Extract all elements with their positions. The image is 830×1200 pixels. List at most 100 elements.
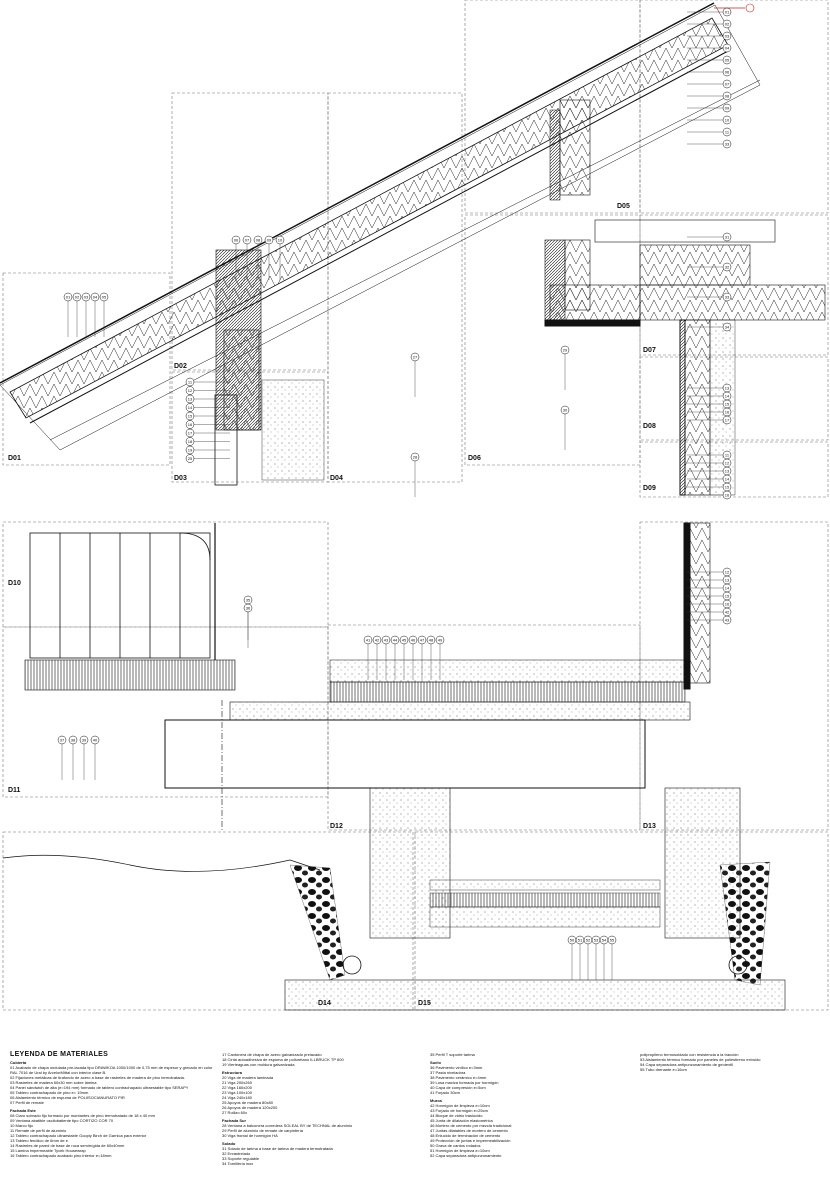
callout-d05-03: 03: [687, 31, 732, 41]
callout-d09-11: 11: [687, 450, 732, 460]
callout-number: 44: [393, 637, 398, 642]
callout-d01-02: 02: [72, 292, 82, 337]
legend-item: 30 Viga frontal de hormigón HA: [222, 1133, 278, 1138]
callout-number: 08: [256, 237, 261, 242]
callout-d09-12: 12: [687, 458, 732, 468]
callout-d04-27: 27: [410, 352, 420, 397]
callout-number: 15: [725, 484, 730, 489]
callout-number: 05: [102, 294, 107, 299]
legend-item: 16 Tablero contrachapado acabado pino in…: [10, 1153, 112, 1158]
callout-number: 18: [188, 439, 193, 444]
callout-number: 37: [60, 737, 65, 742]
callout-number: 01: [66, 294, 71, 299]
callout-number: 33: [725, 294, 730, 299]
panel-label-d14: D14: [318, 1000, 331, 1007]
callout-number: 46: [411, 637, 416, 642]
callout-number: 33: [725, 141, 730, 146]
callout-d07-34: 34: [687, 322, 732, 332]
callout-d02-06: 06: [231, 235, 241, 280]
legend-heading: Muros: [430, 1098, 442, 1103]
legend-item: 39 Losa maciza formada por hormigón: [430, 1080, 499, 1085]
legend-item: 48 Enlucido de terminación de cemento: [430, 1133, 501, 1138]
legend-item: 28 Ventana a balconera corredera SOLEAL …: [222, 1123, 353, 1128]
callout-number: 10: [278, 237, 283, 242]
callout-d10-36: 36: [243, 603, 253, 648]
panel-label-d01: D01: [8, 455, 21, 462]
callout-number: 32: [725, 264, 730, 269]
callout-number: 14: [725, 476, 730, 481]
callout-number: 13: [725, 577, 730, 582]
callout-d05-09: 09: [687, 103, 732, 113]
callout-number: 53: [594, 937, 599, 942]
callout-number: 02: [75, 294, 80, 299]
callout-d05-04: 04: [687, 43, 732, 53]
callout-d07-33: 33: [687, 292, 732, 302]
callout-d01-01: 01: [63, 292, 73, 337]
callout-d06-30: 30: [560, 405, 570, 450]
callout-number: 09: [267, 237, 272, 242]
callout-d08-16: 16: [687, 407, 732, 417]
legend-item: 03 Rastreles de madera 60x30 mm sobre lá…: [10, 1080, 97, 1085]
callout-d15-52: 52: [583, 935, 593, 980]
legend-item: 21 Viga 200x260: [222, 1080, 252, 1085]
legend-item: 11 Remate de perfil de aluminio: [10, 1128, 67, 1133]
callout-d08-14: 14: [687, 391, 732, 401]
legend-item: 26 Apoyos de madera 120x200: [222, 1105, 278, 1110]
callout-d05-05: 05: [687, 55, 732, 65]
legend-item: 47 Juntas dilatables de mortero de cemen…: [430, 1128, 508, 1133]
callout-number: 43: [384, 637, 389, 642]
legend-item: 29 Perfil de aluminio de remate de carpi…: [222, 1128, 303, 1133]
legend-item: 53 Aislamiento térmico formado por panel…: [640, 1057, 761, 1062]
panel-label-d13: D13: [643, 823, 656, 830]
callout-d05-02: 02: [687, 19, 732, 29]
legend-item: 37 Pasta niveladora: [430, 1070, 466, 1075]
callout-d05-01: 01: [687, 7, 732, 17]
callout-number: 42: [725, 609, 730, 614]
panel-label-d03: D03: [174, 475, 187, 482]
callout-d08-17: 17: [687, 415, 732, 425]
legend-item: 38 Pavimento cerámico e=4mm: [430, 1075, 487, 1080]
legend-item: 35 Perfil T soporte tarima: [430, 1052, 475, 1057]
callout-number: 16: [725, 409, 730, 414]
callout-d15-53: 53: [591, 935, 601, 980]
legend-item: 33 Soporte regulable: [222, 1156, 260, 1161]
callout-number: 16: [725, 492, 730, 497]
legend-heading: Suelo: [430, 1060, 441, 1065]
callout-d03-16: 16: [185, 420, 230, 429]
callout-d11-37: 37: [57, 735, 67, 780]
callout-d02-10: 10: [275, 235, 285, 280]
callout-number: 29: [563, 347, 568, 352]
callout-number: 42: [375, 637, 380, 642]
callout-d03-12: 12: [185, 386, 230, 395]
legend-item: 14 Rastreles de pared de base de roca se…: [10, 1143, 125, 1148]
callout-number: 11: [725, 129, 730, 134]
legend-item: 17 Cantonera de chapa de acero galvaniza…: [222, 1052, 322, 1057]
legend-item: 04 Panel sándwich de alta (e=194 mm) for…: [10, 1085, 189, 1090]
callout-number: 10: [725, 117, 730, 122]
callout-d03-18: 18: [185, 437, 230, 446]
legend-item: polipropileno termosoldado con resistenc…: [640, 1052, 739, 1057]
callout-d01-05: 05: [99, 292, 109, 337]
panel-label-d05: D05: [617, 203, 630, 210]
legend-item: 22 Viga 160x200: [222, 1085, 252, 1090]
callout-d11-39: 39: [79, 735, 89, 780]
callout-number: 28: [413, 454, 418, 459]
callout-number: 31: [725, 234, 730, 239]
legend-item: 10 Marco fijo: [10, 1123, 33, 1128]
callout-number: 54: [602, 937, 607, 942]
callout-d04-28: 28: [410, 452, 420, 497]
callout-number: 07: [245, 237, 250, 242]
callout-number: 35: [246, 597, 251, 602]
callout-d03-13: 13: [185, 394, 230, 404]
callout-d03-19: 19: [185, 445, 230, 455]
legend-item: 09 Ventana abatible oscilobatiente tipo …: [10, 1118, 114, 1123]
legend-column-4: polipropileno termosoldado con resistenc…: [640, 1052, 825, 1072]
callout-number: 52: [586, 937, 591, 942]
callout-d03-25: 25: [185, 454, 230, 463]
callout-number: 34: [725, 324, 730, 329]
callout-number: 30: [563, 407, 568, 412]
